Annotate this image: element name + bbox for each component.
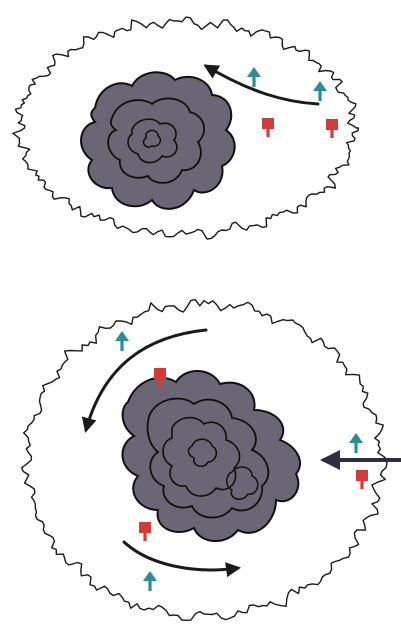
arrowhead-up-marker-icon bbox=[349, 433, 363, 453]
arrowhead-up-marker-icon bbox=[143, 571, 157, 591]
top-panel bbox=[13, 17, 359, 239]
arrowhead-up-marker-icon bbox=[313, 81, 327, 101]
top-core-blob bbox=[81, 72, 235, 209]
flag-down-marker-icon bbox=[326, 119, 338, 138]
arrowhead-up-marker-icon bbox=[247, 67, 261, 87]
flag-down-marker-icon bbox=[139, 522, 151, 541]
flag-down-marker-icon bbox=[262, 118, 274, 137]
flag-down-marker-icon bbox=[356, 470, 368, 489]
bottom-curve-arrow-right bbox=[124, 542, 238, 570]
bottom-panel bbox=[22, 300, 401, 621]
arrowhead-up-marker-icon bbox=[115, 331, 129, 351]
bottom-core-blob bbox=[122, 371, 300, 541]
